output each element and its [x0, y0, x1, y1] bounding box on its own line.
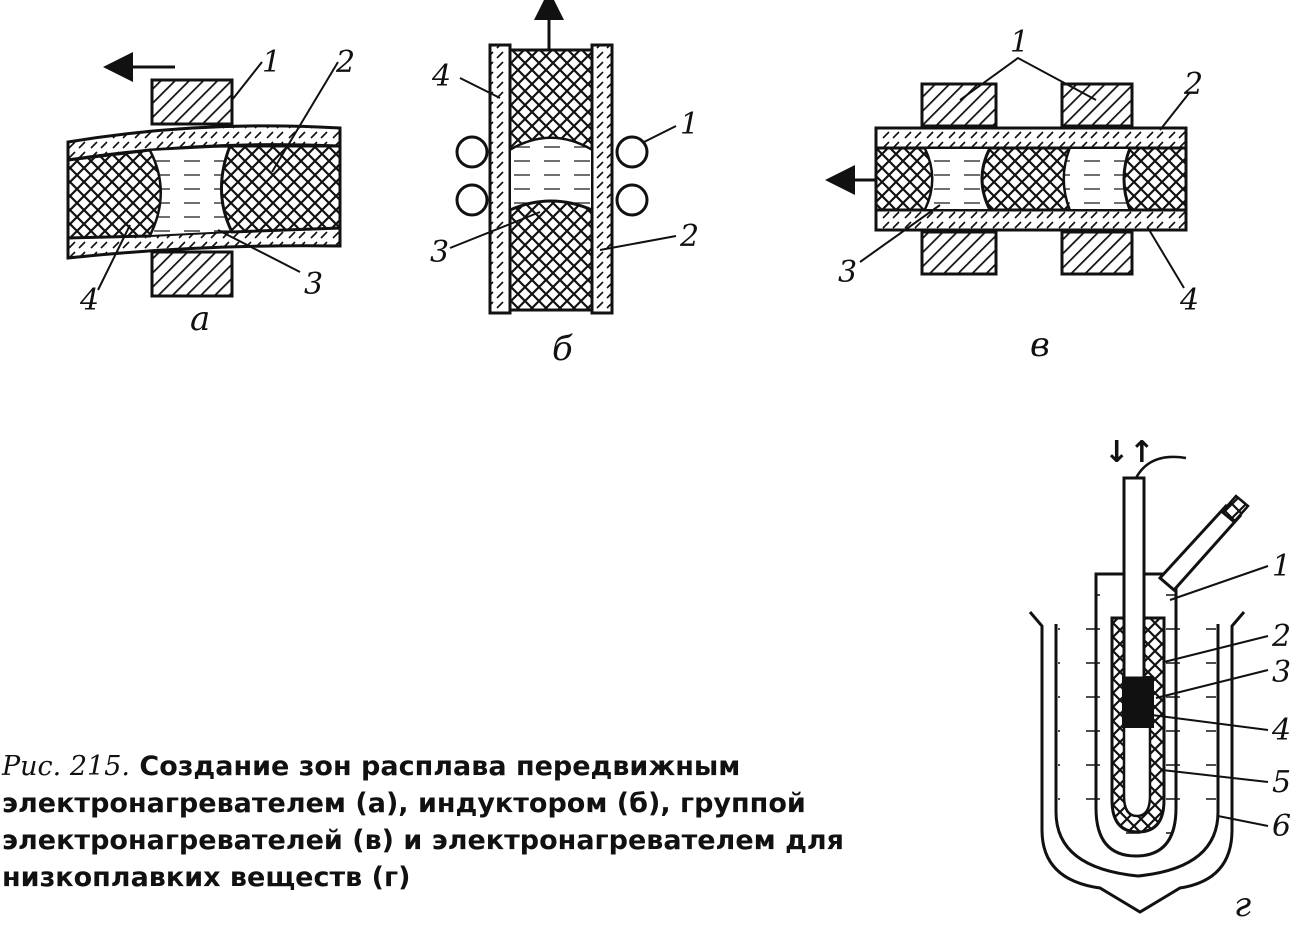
figure-caption: Рис. 215. Создание зон расплава передвиж…: [2, 748, 1002, 896]
outer-vessel: [1028, 611, 1246, 914]
panel-b: 4 1 2 3 б: [430, 0, 699, 369]
heater-v-1-top: [920, 82, 998, 128]
coil-right-2: [615, 183, 649, 217]
label-b-3: 3: [430, 235, 449, 270]
melt-zone: [148, 144, 234, 238]
coil-right-1: [615, 135, 649, 169]
tube-wall-v-bottom: [874, 208, 1188, 232]
label-a-3: 3: [304, 267, 323, 302]
label-a-2: 2: [335, 45, 355, 80]
tube-wall-v-top: [874, 126, 1188, 150]
label-b-1: 1: [680, 107, 699, 142]
solid-v-1: [874, 146, 934, 212]
panel-a: 1 2 3 4 а: [66, 45, 355, 339]
solid-right: [220, 144, 342, 234]
caption-prefix: Рис. 215.: [2, 751, 130, 782]
solid-lower: [508, 199, 594, 312]
label-g-4: 4: [1271, 713, 1291, 748]
tube-wall-right: [590, 43, 614, 315]
melt-v-1: [923, 147, 992, 211]
label-a-1: 1: [262, 45, 281, 80]
label-g-1: 1: [1272, 549, 1291, 584]
heater-block-g: [1122, 676, 1154, 728]
heater-bottom: [150, 250, 234, 298]
label-b-4: 4: [431, 59, 451, 94]
panel-letter-v: в: [1030, 325, 1050, 365]
coil-left-1: [455, 135, 489, 169]
label-g-5: 5: [1272, 765, 1291, 800]
panel-v: 1 2 3 4 в: [825, 25, 1203, 365]
label-g-2: 2: [1271, 619, 1291, 654]
label-v-1: 1: [1010, 25, 1029, 60]
solid-v-2: [980, 146, 1073, 212]
label-v-2: 2: [1183, 67, 1203, 102]
heater-v-2-bottom: [1060, 230, 1134, 276]
panel-letter-a: а: [190, 299, 210, 339]
melt-v-2: [1063, 147, 1132, 211]
label-a-4: 4: [79, 283, 99, 318]
panel-g: ↓↑ 1 2 3 4 5 6 г: [1028, 435, 1291, 925]
caption-text: Создание зон расплава передвижным электр…: [2, 751, 845, 893]
solid-left: [66, 148, 163, 240]
melt-zone-b: [509, 137, 593, 212]
solid-v-3: [1122, 146, 1188, 212]
panel-letter-g: г: [1234, 885, 1251, 925]
heater-v-2-top: [1060, 82, 1134, 128]
label-g-6: 6: [1272, 809, 1291, 844]
label-v-3: 3: [838, 255, 857, 290]
support-rod: [1122, 476, 1146, 680]
label-g-3: 3: [1272, 655, 1291, 690]
coil-left-2: [455, 183, 489, 217]
panel-letter-b: б: [552, 329, 573, 369]
heater-top: [150, 78, 234, 126]
label-b-2: 2: [679, 219, 699, 254]
heater-v-1-bottom: [920, 230, 998, 276]
tube-wall-left: [488, 43, 512, 315]
solid-upper: [508, 48, 594, 153]
label-v-4: 4: [1179, 283, 1199, 318]
